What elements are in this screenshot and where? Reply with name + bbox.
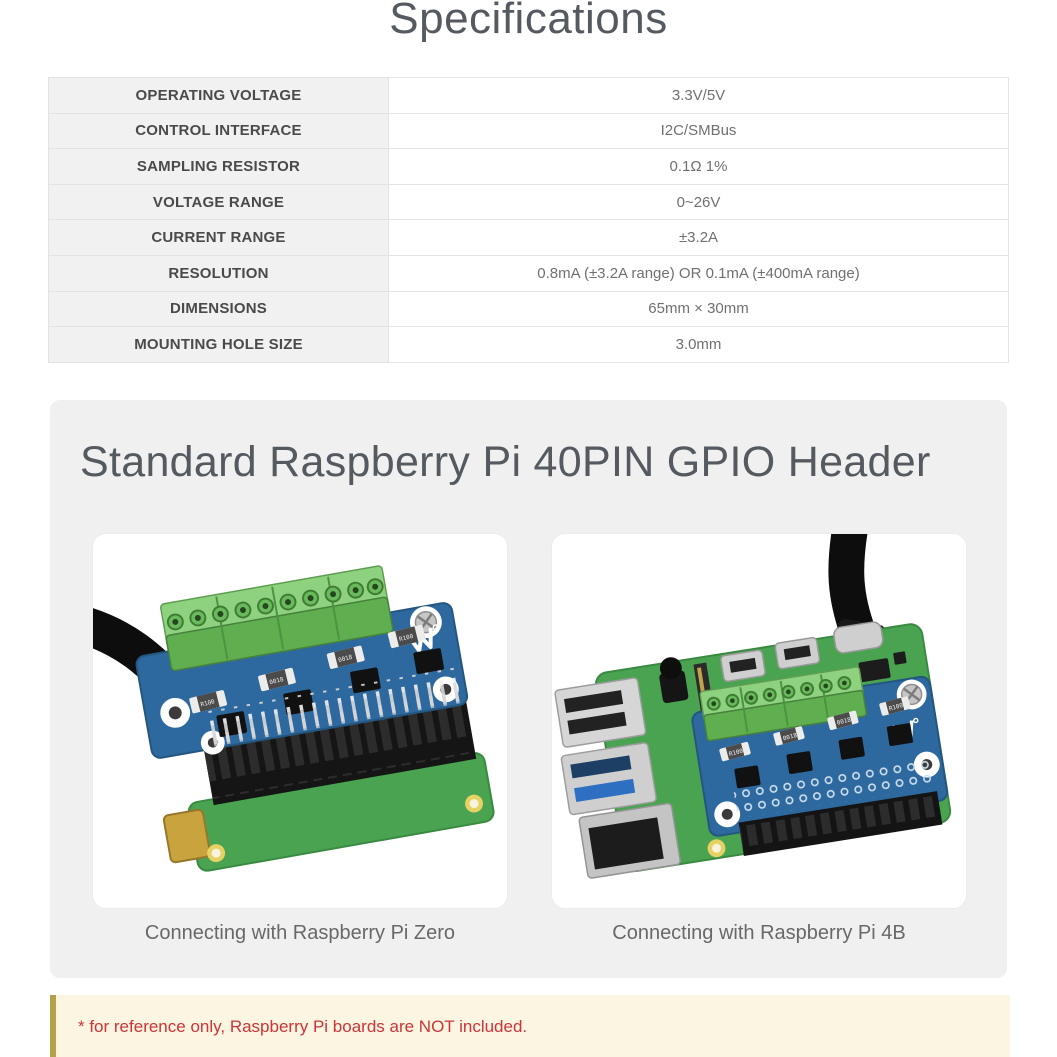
spec-value: 3.3V/5V <box>389 78 1008 113</box>
spec-value: 0.8mA (±3.2A range) OR 0.1mA (±400mA ran… <box>389 255 1008 291</box>
table-row: SAMPLING RESISTOR 0.1Ω 1% <box>49 149 1008 185</box>
spec-label: OPERATING VOLTAGE <box>49 78 389 113</box>
svg-text:R100: R100 <box>398 633 414 643</box>
spec-value: I2C/SMBus <box>389 113 1008 149</box>
pi-zero-photo-card: R100 0018 0018 R100 <box>92 533 508 909</box>
spec-label: CONTROL INTERFACE <box>49 113 389 149</box>
pi-zero-photo: R100 0018 0018 R100 <box>93 565 495 872</box>
spec-label: MOUNTING HOLE SIZE <box>49 327 389 362</box>
usb-c-port <box>833 621 884 654</box>
usb-ports <box>554 677 681 879</box>
spec-label: CURRENT RANGE <box>49 220 389 255</box>
spec-label: VOLTAGE RANGE <box>49 184 389 220</box>
table-row: DIMENSIONS 65mm × 30mm <box>49 291 1008 328</box>
page-title: Specifications <box>389 0 668 43</box>
pin-holes <box>733 757 939 819</box>
table-row: RESOLUTION 0.8mA (±3.2A range) OR 0.1mA … <box>49 255 1008 292</box>
spec-label: SAMPLING RESISTOR <box>49 149 389 184</box>
screw-terminal-block <box>160 565 394 672</box>
pi-4b-photo-card: R100 0018 0018 R100 <box>551 533 967 909</box>
svg-text:0018: 0018 <box>836 716 852 727</box>
spec-table: OPERATING VOLTAGE 3.3V/5V CONTROL INTERF… <box>48 77 1009 363</box>
screw-terminal-block <box>699 666 868 742</box>
gpio-header-section: Standard Raspberry Pi 40PIN GPIO Header <box>50 400 1007 978</box>
note-text: * for reference only, Raspberry Pi board… <box>78 1017 528 1036</box>
spec-value: 0.1Ω 1% <box>389 149 1008 184</box>
micro-hdmi-ports <box>720 636 821 683</box>
gpio-socket <box>202 696 477 806</box>
table-row: OPERATING VOLTAGE 3.3V/5V <box>49 78 1008 114</box>
photo-caption: Connecting with Raspberry Pi Zero <box>144 922 456 944</box>
pin-headers <box>199 667 465 751</box>
svg-text:0018: 0018 <box>269 676 285 686</box>
spec-value: 0~26V <box>389 184 1008 220</box>
audio-jack <box>659 657 689 704</box>
sampling-resistor: R100 0018 0018 R100 <box>189 624 426 714</box>
svg-text:R100: R100 <box>728 747 744 758</box>
svg-text:R100: R100 <box>200 698 216 708</box>
spec-value: ±3.2A <box>389 220 1008 255</box>
svg-text:0018: 0018 <box>338 654 354 664</box>
table-row: MOUNTING HOLE SIZE 3.0mm <box>49 327 1008 363</box>
table-row: CURRENT RANGE ±3.2A <box>49 220 1008 256</box>
table-row: VOLTAGE RANGE 0~26V <box>49 184 1008 221</box>
svg-text:R100: R100 <box>888 702 904 713</box>
spec-label: RESOLUTION <box>49 255 389 291</box>
spec-label: DIMENSIONS <box>49 291 389 327</box>
photo-caption: Connecting with Raspberry Pi 4B <box>612 922 906 944</box>
spec-value: 65mm × 30mm <box>389 291 1008 327</box>
sampling-resistor: R100 0018 0018 R100 <box>719 696 911 762</box>
gpio-socket <box>738 791 943 856</box>
section-heading: Standard Raspberry Pi 40PIN GPIO Header <box>80 438 931 486</box>
table-row: CONTROL INTERFACE I2C/SMBus <box>49 113 1008 150</box>
svg-text:0018: 0018 <box>782 732 798 743</box>
pi-4b-photo: R100 0018 0018 R100 <box>554 534 952 879</box>
note-box: * for reference only, Raspberry Pi board… <box>50 995 1010 1057</box>
ic-chip <box>734 723 913 789</box>
spec-value: 3.0mm <box>389 327 1008 362</box>
